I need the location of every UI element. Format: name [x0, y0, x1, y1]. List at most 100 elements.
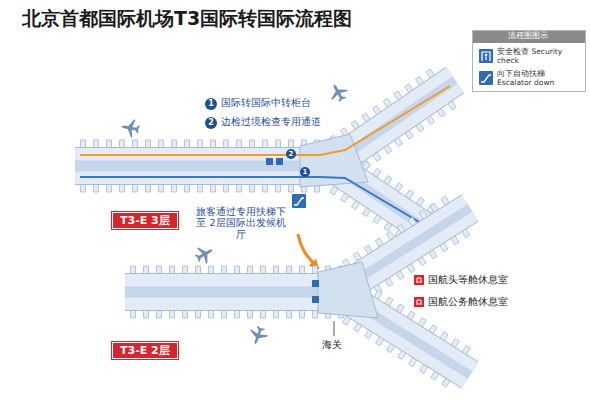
gate-pier — [276, 140, 281, 148]
gate-pier — [120, 140, 125, 148]
security-icon — [276, 158, 283, 165]
place-label: 国航头等舱休息室 — [428, 274, 508, 286]
concourse-outline — [350, 208, 470, 284]
gate-pier — [222, 310, 227, 318]
gate-pier — [209, 310, 214, 318]
escalator-arrow — [298, 234, 318, 268]
gate-pier — [159, 184, 164, 192]
legend-icon — [479, 49, 493, 63]
terminal-floor-plan: T3-E 2层 — [100, 268, 400, 392]
gate-pier — [287, 310, 292, 318]
callout-number: 1 — [300, 167, 310, 177]
lounge-glyph — [416, 278, 422, 282]
diagram-title: 北京首都国际机场T3国际转国际流程图 — [22, 8, 352, 30]
gate-pier — [287, 266, 292, 274]
gate-pier — [300, 266, 305, 274]
gate-pier — [172, 184, 177, 192]
gate-pier — [144, 310, 149, 318]
gate-pier — [131, 266, 136, 274]
gate-pier — [235, 266, 240, 274]
concourse — [125, 274, 350, 310]
gate-pier — [94, 140, 99, 148]
concourse-corridor — [75, 161, 330, 172]
gate-pier — [198, 184, 203, 192]
gate-pier — [94, 184, 99, 192]
legend-icon — [479, 71, 493, 85]
concourse — [75, 148, 330, 184]
security-icon — [266, 158, 273, 165]
gate-pier — [313, 266, 318, 274]
gate-pier — [209, 266, 214, 274]
gate-pier — [157, 266, 162, 274]
gate-pier — [170, 310, 175, 318]
legend-title: 流程图图示 — [472, 31, 584, 40]
gate-pier — [196, 310, 201, 318]
gate-pier — [235, 310, 240, 318]
gate-pier — [237, 184, 242, 192]
gate-pier — [261, 266, 266, 274]
place-label: 海关 — [322, 339, 342, 351]
gate-pier — [196, 266, 201, 274]
gate-pier — [185, 184, 190, 192]
gate-pier — [276, 184, 281, 192]
gate-pier — [261, 310, 266, 318]
gate-pier — [157, 310, 162, 318]
security-glyph — [482, 52, 490, 61]
gate-pier — [263, 184, 268, 192]
concourse-outline — [75, 147, 330, 185]
escalator-glyph — [481, 75, 491, 82]
gate-pier — [224, 140, 229, 148]
legend-symbol — [479, 49, 493, 63]
gate-pier — [211, 184, 216, 192]
gate-pier — [248, 266, 253, 274]
callout-text: 国际转国际中转柜台 — [221, 97, 311, 109]
gate-pier — [250, 140, 255, 148]
gate-pier — [133, 184, 138, 192]
security-icon — [312, 296, 319, 303]
gate-pier — [198, 140, 203, 148]
callout-number: 2 — [205, 117, 217, 129]
terminal-hub — [318, 262, 378, 318]
gate-pier — [274, 266, 279, 274]
lounge-marker — [414, 297, 424, 307]
leader-line — [334, 321, 335, 336]
lounge-glyph — [416, 300, 422, 304]
legend-row: 安全检查 Security check — [479, 47, 579, 67]
terminal-outline — [100, 268, 400, 392]
gate-pier — [107, 184, 112, 192]
security-glyph — [485, 57, 486, 61]
gate-pier — [120, 184, 125, 192]
security-glyph — [485, 54, 488, 57]
gate-pier — [248, 310, 253, 318]
legend-row: 向下自动扶梯 Escalator down — [479, 69, 579, 89]
gate-pier — [131, 310, 136, 318]
gate-pier — [81, 140, 86, 148]
concourse — [350, 208, 470, 284]
gate-pier — [263, 140, 268, 148]
gate-pier — [250, 184, 255, 192]
gate-pier — [300, 310, 305, 318]
gate-pier — [170, 266, 175, 274]
concourse-corridor — [350, 208, 470, 284]
security-icon — [312, 280, 319, 287]
lounge-marker — [414, 275, 424, 285]
airplane-icon — [246, 324, 269, 347]
gate-pier — [289, 184, 294, 192]
gate-pier — [313, 310, 318, 318]
gate-pier — [146, 140, 151, 148]
gate-pier — [183, 310, 188, 318]
concourse-outline — [125, 273, 350, 311]
legend-symbol — [479, 71, 493, 85]
gate-pier — [183, 266, 188, 274]
concourse-corridor — [125, 287, 350, 298]
gate-pier — [107, 140, 112, 148]
place-label: 国航公务舱休息室 — [428, 296, 508, 308]
legend-text: 向下自动扶梯 Escalator down — [497, 69, 567, 87]
legend-text: 安全检查 Security check — [497, 47, 567, 65]
gate-pier — [146, 184, 151, 192]
airplane-icon — [192, 242, 217, 267]
callout-number: 1 — [205, 98, 217, 110]
gate-pier — [172, 140, 177, 148]
escalator-glyph — [294, 198, 304, 205]
callout-text: 边检过境检查专用通道 — [221, 116, 321, 128]
